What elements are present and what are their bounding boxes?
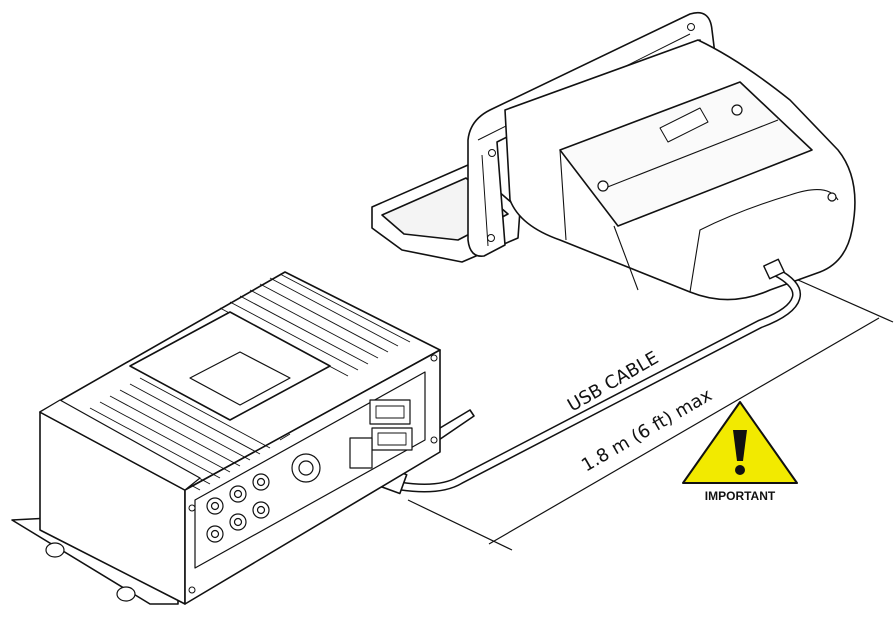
black-box — [11, 271, 475, 605]
warning-label: IMPORTANT — [705, 489, 776, 503]
display-unit — [371, 11, 856, 301]
warning-icon — [682, 401, 798, 484]
connector-ports — [206, 399, 413, 543]
usb-plug-top — [763, 258, 785, 280]
screws — [188, 354, 438, 594]
dimension-lines — [407, 271, 894, 551]
usb-cable — [376, 258, 802, 495]
bracket-frame — [467, 11, 721, 257]
usb-port — [349, 437, 373, 469]
